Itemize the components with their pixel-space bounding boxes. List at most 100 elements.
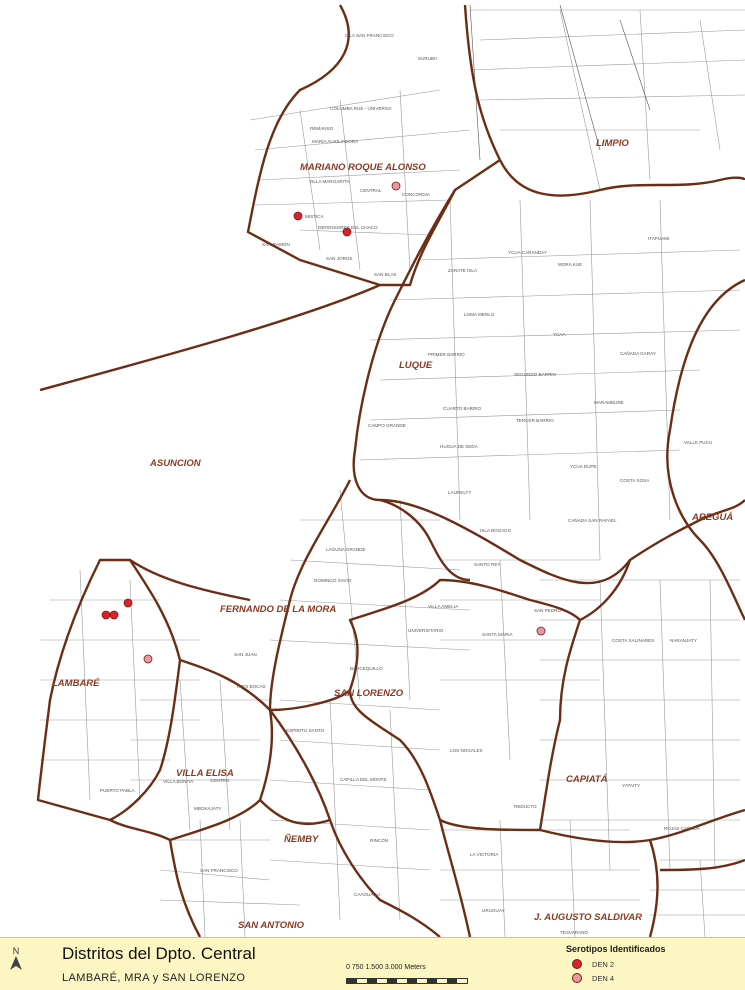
barrio-label: YCUA DUPE [570, 464, 597, 469]
boundary-limpio [498, 159, 745, 197]
district-label-asuncion: ASUNCION [149, 458, 202, 469]
barrio-label: MBOKAJATY [194, 806, 221, 811]
boundary-mra [246, 4, 501, 287]
scale-label: 0 750 1.500 3.000 Meters [346, 964, 426, 971]
barrio-label: SANTA MARIA [482, 632, 513, 637]
district-boundaries [36, 4, 745, 938]
barrio-label: PRIMER BARRIO [428, 352, 465, 357]
barrio-label: CUARTO BARRIO [443, 406, 482, 411]
barrio-label: LOS NOGALES [450, 748, 483, 753]
district-labels: MARIANO ROQUE ALONSO LIMPIO LUQUE ASUNCI… [52, 138, 733, 931]
barrio-label: SAN JUAN [234, 652, 257, 657]
district-label-aregua: AREGUÁ [691, 512, 733, 523]
boundary-lambare [36, 558, 182, 822]
legend-label-den2: DEN 2 [592, 959, 615, 969]
district-label-jas: J. AUGUSTO SALDIVAR [534, 912, 642, 923]
barrio-label: TERCER BARRIO [516, 418, 554, 423]
district-label-capiata: CAPIATÁ [566, 774, 608, 785]
barrio-label: UNIVERSITARIO [408, 628, 444, 633]
boundary-luque-west [352, 189, 471, 582]
case-point[interactable] [143, 654, 153, 664]
barrio-label: LOMA MERLO [464, 312, 495, 317]
barrio-label: NARANJATY [670, 638, 697, 643]
den2-dot-icon [572, 959, 582, 969]
barrio-label: TRES BOCAS [236, 684, 266, 689]
barrio-label: YATAITY [622, 783, 640, 788]
barrio-label: VALLE PUCU [684, 440, 712, 445]
barrio-labels: ISLA SAN FRANCISCO SURUBI'I COLUMBA RUE … [100, 33, 712, 935]
barrio-label: CONCORDIA [402, 192, 431, 197]
barrio-label: SAN RAMÓN [262, 241, 290, 247]
barrio-label: CENTRO [210, 778, 230, 783]
barrio-label: DEFENSORES DEL CHACO [318, 225, 378, 230]
district-label-villaelisa: VILLA ELISA [176, 768, 234, 779]
barrio-lines [40, 4, 745, 938]
boundary-sanlorenzo [348, 578, 582, 832]
district-map[interactable]: MARIANO ROQUE ALONSO LIMPIO LUQUE ASUNCI… [0, 0, 745, 938]
den4-dot-icon [572, 973, 582, 983]
case-point[interactable] [109, 610, 119, 620]
barrio-label: CENTRAL [360, 188, 382, 193]
barrio-label: YCUA CARANDAY [508, 250, 547, 255]
barrio-label: PUERTO PABLA [100, 788, 136, 793]
boundary-asuncion-south [39, 283, 381, 392]
barrio-label: VILLA BONITA [163, 779, 194, 784]
legend-label-den4: DEN 4 [592, 973, 615, 983]
boundary-fdm [268, 479, 352, 712]
barrio-label: ESPIRITU SANTO [286, 728, 325, 733]
boundary-nemby [259, 709, 441, 938]
north-arrow-graphic [10, 956, 22, 970]
barrio-label: VILLA AMELIA [428, 604, 459, 609]
barrio-label: VILLA MARGARITA [309, 179, 350, 184]
case-point[interactable] [342, 227, 352, 237]
barrio-label: YCAA [553, 332, 566, 337]
district-label-nemby: ÑEMBY [284, 834, 320, 845]
barrio-label: REMANSO [310, 126, 334, 131]
barrio-label: COLUMBA RUE - UNIVERSO [330, 106, 392, 111]
case-point[interactable] [536, 626, 546, 636]
serotypes-title: Serotipos Identificados [566, 944, 666, 954]
district-label-fdm: FERNANDO DE LA MORA [220, 604, 336, 615]
barrio-label: ROJAS CAÑADA [664, 825, 701, 831]
scale-bar [346, 978, 468, 984]
barrio-label: COSTA SOSA [620, 478, 650, 483]
barrio-label: CAÑADA SAN RAFAEL [568, 517, 617, 523]
case-markers [101, 181, 546, 664]
boundary-villaelisa [109, 658, 274, 842]
case-point[interactable] [123, 598, 133, 608]
boundary-sanantonio [168, 839, 202, 938]
barrio-label: ITAPUAMI [648, 236, 669, 241]
barrio-label: SURUBI'I [418, 56, 438, 61]
barrio-label: COSTA SALINARES [612, 638, 654, 643]
barrio-label: ISLA SAN FRANCISCO [345, 33, 394, 38]
north-arrow-icon: N [8, 946, 24, 976]
district-label-luque: LUQUE [399, 360, 433, 371]
legend-subtitle: LAMBARÉ, MRA y SAN LORENZO [62, 972, 246, 984]
map-legend: N Distritos del Dpto. Central LAMBARÉ, M… [0, 937, 745, 990]
case-point[interactable] [293, 211, 303, 221]
boundary-jas [438, 819, 745, 938]
north-label: N [12, 946, 20, 956]
barrio-label: ZARATE ISLA [448, 268, 478, 273]
legend-item-den4: DEN 4 [572, 973, 614, 983]
boundary-capiata [539, 559, 745, 844]
boundary-aregua [666, 278, 745, 621]
district-label-sanantonio: SAN ANTONIO [238, 920, 305, 931]
barrio-label: MORA KUE [558, 262, 582, 267]
barrio-label: LAGUNA GRANDE [326, 547, 366, 552]
barrio-label: ISLA BOGADO [480, 528, 512, 533]
district-label-limpio: LIMPIO [596, 138, 629, 149]
barrio-label: SAN JORGE [326, 256, 353, 261]
barrio-label: CAPILLA DEL MONTE [340, 777, 387, 782]
barrio-label: MISTICA [305, 214, 325, 219]
boundary-luque-south [379, 498, 745, 585]
barrio-label: SANTO REY [474, 562, 500, 567]
district-label-sanlorenzo: SAN LORENZO [334, 688, 404, 699]
barrio-label: URUGUAY [482, 908, 505, 913]
case-point[interactable] [101, 610, 111, 620]
barrio-label: MARAMBURE [594, 400, 624, 405]
case-point[interactable] [391, 181, 401, 191]
barrio-label: DOMINGO SAVIO [314, 578, 352, 583]
barrio-label: SEGUNDO BARRIO [514, 372, 557, 377]
barrio-label: SAN FRANCISCO [200, 868, 238, 873]
